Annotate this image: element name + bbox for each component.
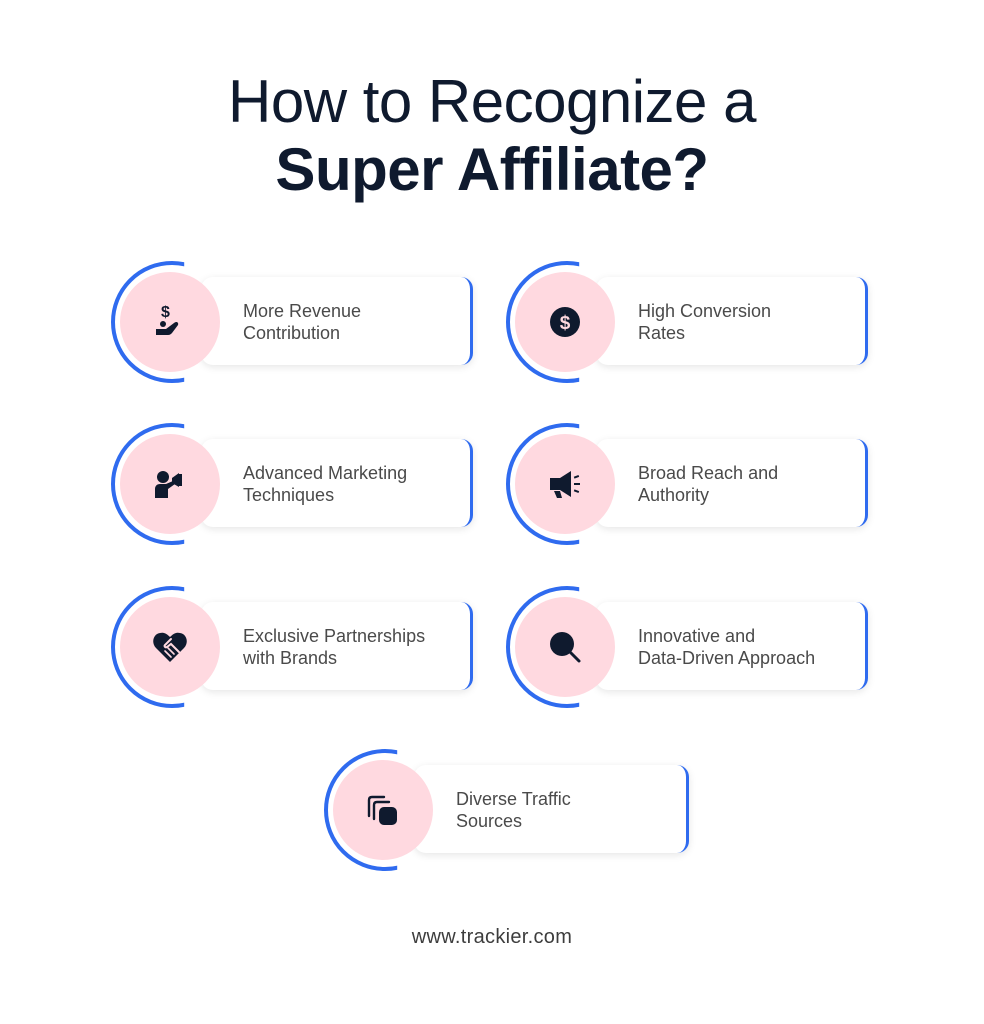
feature-label: Diverse Traffic Sources [456, 788, 696, 832]
icon-circle [120, 434, 220, 534]
feature-label-line-2: Techniques [243, 485, 335, 505]
feature-card [201, 602, 473, 690]
title-line-2: Super Affiliate? [275, 136, 709, 203]
layers-icon [367, 795, 397, 825]
feature-label-line-2: Contribution [243, 323, 341, 343]
feature-label-line-2: Authority [638, 485, 710, 505]
magnifier-icon [550, 632, 581, 663]
icon-circle: $ [120, 272, 220, 372]
feature-card [201, 277, 473, 365]
feature-label: Exclusive Partnerships with Brands [243, 625, 483, 669]
feature-label-line-1: Innovative and [638, 626, 756, 646]
feature-label: More Revenue Contribution [243, 300, 483, 344]
feature-item-data-driven: Innovative and Data-Driven Approach [506, 586, 886, 710]
feature-label-line-2: with Brands [243, 648, 338, 668]
feature-item-marketing-techniques: Advanced Marketing Techniques [111, 423, 491, 547]
icon-circle [120, 597, 220, 697]
feature-label: High Conversion Rates [638, 300, 878, 344]
feature-item-conversion-rates: $ High Conversion Rates [506, 261, 886, 385]
feature-label-line-2: Rates [638, 323, 686, 343]
feature-label: Advanced Marketing Techniques [243, 462, 483, 506]
icon-circle [515, 434, 615, 534]
feature-label-line-1: Diverse Traffic [456, 789, 571, 809]
feature-label-line-2: Data-Driven Approach [638, 648, 816, 668]
icon-circle: $ [515, 272, 615, 372]
feature-label: Broad Reach and Authority [638, 462, 878, 506]
footer-url: www.trackier.com [411, 926, 573, 948]
feature-item-exclusive-partnerships: Exclusive Partnerships with Brands [111, 586, 491, 710]
feature-card [596, 439, 868, 527]
icon-circle [515, 597, 615, 697]
feature-label-line-1: Broad Reach and [638, 463, 779, 483]
feature-card [414, 765, 689, 853]
title-line-1: How to Recognize a [228, 68, 756, 135]
feature-card [596, 602, 868, 690]
feature-card [201, 439, 473, 527]
feature-label-line-1: Exclusive Partnerships [243, 626, 426, 646]
feature-label-line-1: More Revenue [243, 301, 362, 321]
hand-dollar-icon: $ [156, 304, 179, 335]
svg-text:$: $ [161, 304, 170, 321]
dollar-coin-icon: $ [550, 307, 580, 337]
feature-label: Innovative and Data-Driven Approach [638, 625, 878, 669]
feature-card [596, 277, 868, 365]
heart-handshake-icon [153, 632, 187, 662]
feature-label-line-2: Sources [456, 811, 523, 831]
person-megaphone-icon [155, 471, 182, 498]
feature-item-reach-authority: Broad Reach and Authority [506, 423, 886, 547]
feature-label-line-1: Advanced Marketing [243, 463, 408, 483]
feature-item-revenue-contribution: $ More Revenue Contribution [111, 261, 491, 385]
svg-text:$: $ [560, 313, 571, 334]
icon-circle [333, 760, 433, 860]
feature-item-traffic-sources: Diverse Traffic Sources [324, 749, 704, 873]
megaphone-icon [550, 471, 580, 498]
feature-label-line-1: High Conversion [638, 301, 772, 321]
